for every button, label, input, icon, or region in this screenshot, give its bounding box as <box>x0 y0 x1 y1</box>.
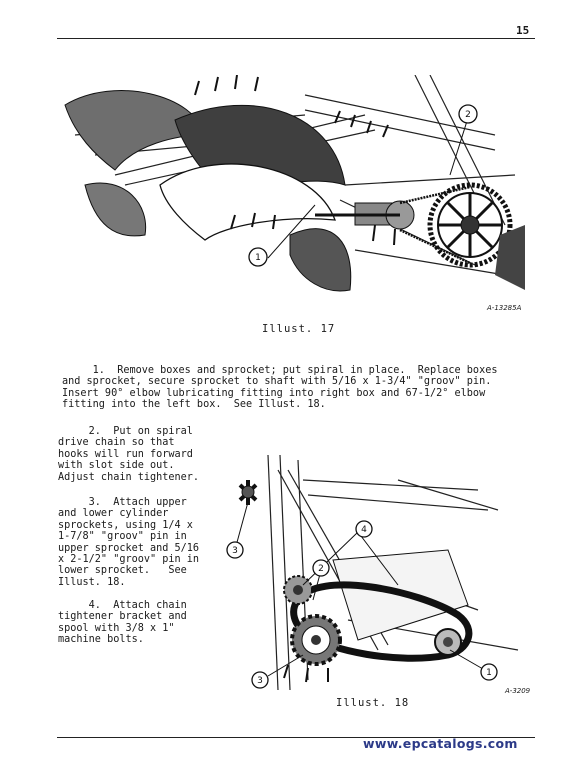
callout-2: 2 <box>458 104 478 124</box>
callout-3-top-label: 3 <box>232 546 238 556</box>
figure-18-reference: A-3209 <box>505 687 531 695</box>
callout-4-label: 4 <box>361 525 367 535</box>
callout-4: 4 <box>355 520 373 538</box>
callout-3-bottom-label: 3 <box>257 676 263 686</box>
callout-1-label: 1 <box>486 668 492 678</box>
step-2-text: 2. Put on spiral drive chain so that hoo… <box>58 426 200 483</box>
watermark-link[interactable]: www.epcatalogs.com <box>363 736 518 751</box>
callout-1-label: 1 <box>255 253 261 263</box>
illustration-18-caption: Illust. 18 <box>336 697 410 709</box>
top-rule <box>57 38 535 39</box>
illustration-17: 1 2 <box>64 75 525 292</box>
figure-17-reference: A-13285A <box>487 304 522 312</box>
bottom-rule <box>57 737 535 738</box>
page-number: 15 <box>516 24 530 37</box>
callout-1: 1 <box>248 247 268 267</box>
illustration-17-caption: Illust. 17 <box>262 323 336 335</box>
step-1-text: 1. Remove boxes and sprocket; put spiral… <box>62 365 498 411</box>
illustration-18: 3 4 2 1 3 <box>226 454 519 691</box>
step-4-text: 4. Attach chain tightener bracket and sp… <box>58 600 187 646</box>
callout-3-bottom: 3 <box>251 671 269 689</box>
callout-2-label: 2 <box>318 564 324 574</box>
callout-3-top: 3 <box>226 541 244 559</box>
callout-2-label: 2 <box>465 110 471 120</box>
callout-2: 2 <box>312 559 330 577</box>
step-3-text: 3. Attach upper and lower cylinder sproc… <box>58 497 200 588</box>
callout-1: 1 <box>480 663 498 681</box>
